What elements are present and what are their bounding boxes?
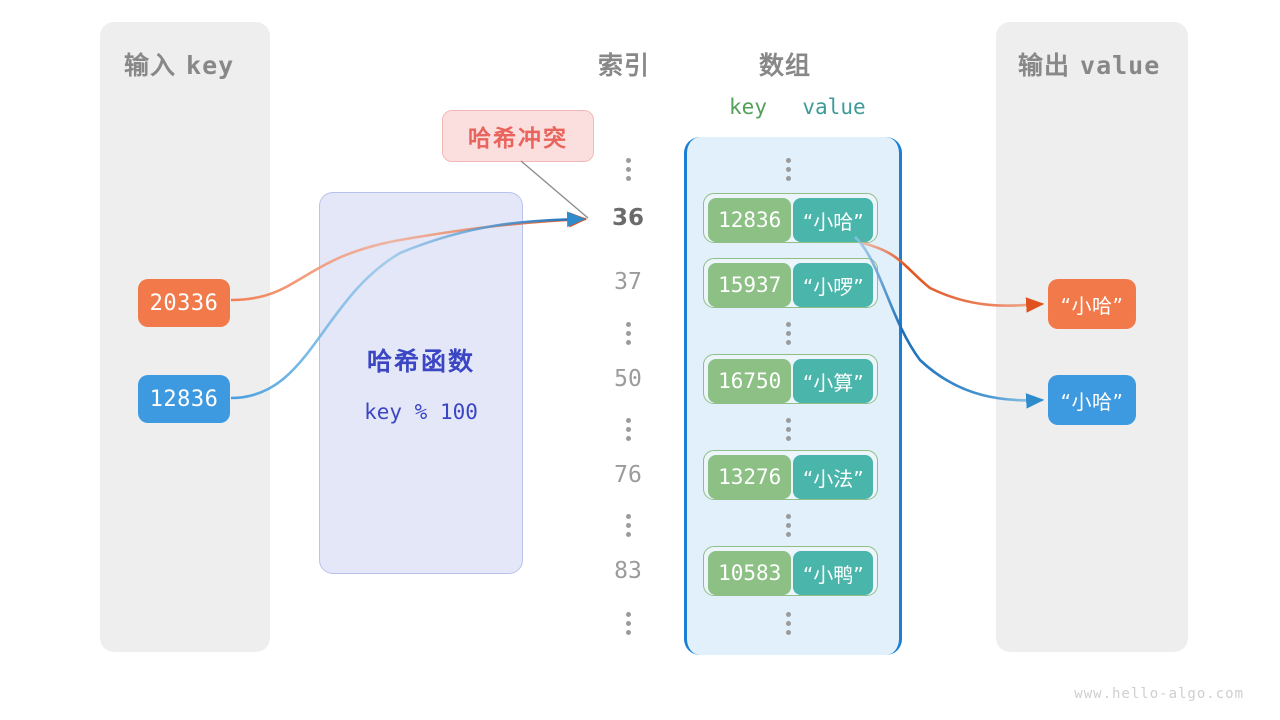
bucket-row-83: 10583 “小鸭” (703, 546, 878, 596)
bucket-value-xiaoya: “小鸭” (793, 551, 873, 595)
input-key-12836: 12836 (138, 375, 230, 423)
bucket-key-15937: 15937 (708, 263, 792, 307)
bucket-value-xiaofa: “小法” (793, 455, 873, 499)
array-dots-0 (753, 158, 823, 181)
output-panel (996, 22, 1188, 652)
index-dots-0 (593, 158, 663, 181)
watermark: www.hello-algo.com (1074, 686, 1244, 702)
collision-leader-line (520, 160, 589, 219)
array-column-header-key: key (729, 95, 767, 119)
output-value-orange: “小哈” (1048, 279, 1136, 329)
array-column-header-value: value (802, 95, 866, 119)
index-dots-2 (593, 418, 663, 441)
array-dots-2 (753, 418, 823, 441)
output-panel-title-mono: value (1080, 51, 1161, 80)
hash-function-box: 哈希函数 key % 100 (319, 192, 523, 574)
index-column-header: 索引 (598, 51, 651, 80)
array-dots-4 (753, 612, 823, 635)
hash-collision-callout: 哈希冲突 (442, 110, 594, 162)
index-83: 83 (614, 558, 642, 584)
bucket-key-12836: 12836 (708, 198, 792, 242)
bucket-row-36: 12836 “小哈” (703, 193, 878, 243)
array-dots-1 (753, 322, 823, 345)
bucket-row-50: 16750 “小算” (703, 354, 878, 404)
bucket-key-13276: 13276 (708, 455, 792, 499)
index-36: 36 (611, 205, 644, 231)
index-37: 37 (614, 269, 642, 295)
input-panel-title: 输入 key (124, 46, 234, 82)
output-panel-title: 输出 value (1018, 46, 1160, 82)
bucket-key-16750: 16750 (708, 359, 792, 403)
bucket-key-10583: 10583 (708, 551, 792, 595)
array-dots-3 (753, 514, 823, 537)
output-value-blue: “小哈” (1048, 375, 1136, 425)
index-dots-3 (593, 514, 663, 537)
bucket-value-xiaoluo: “小啰” (793, 263, 873, 307)
input-panel (100, 22, 270, 652)
input-panel-title-cn: 输入 (124, 51, 177, 80)
input-panel-title-mono: key (186, 51, 235, 80)
hash-function-name: 哈希函数 (366, 347, 475, 376)
input-key-20336: 20336 (138, 279, 230, 327)
bucket-value-xiaosuan: “小算” (793, 359, 873, 403)
hash-function-expression: key % 100 (364, 400, 478, 424)
index-76: 76 (614, 462, 642, 488)
bucket-row-37: 15937 “小啰” (703, 258, 878, 308)
index-50: 50 (614, 366, 642, 392)
bucket-value-xiaoha: “小哈” (793, 198, 873, 242)
array-header: 数组 (759, 51, 812, 80)
index-dots-1 (593, 322, 663, 345)
index-dots-4 (593, 612, 663, 635)
bucket-row-76: 13276 “小法” (703, 450, 878, 500)
output-panel-title-cn: 输出 (1018, 51, 1071, 80)
